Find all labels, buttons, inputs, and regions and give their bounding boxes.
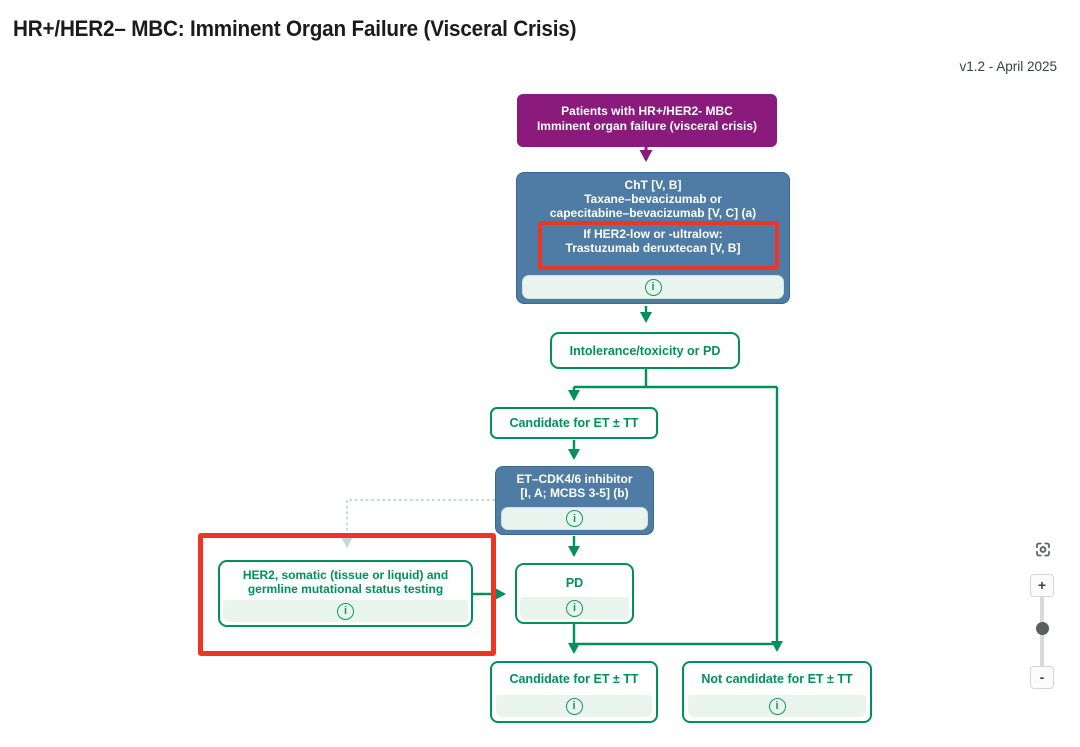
node-candidate-bottom-label: Candidate for ET ± TT (509, 672, 639, 686)
node-cht-line1: ChT [V, B] (624, 178, 682, 192)
version-label: v1.2 - April 2025 (959, 59, 1057, 74)
node-cht: ChT [V, B] Taxane–bevacizumab or capecit… (516, 172, 790, 304)
node-pd-info-band: i (520, 597, 629, 619)
node-cht-line3: capecitabine–bevacizumab [V, C] (a) (549, 206, 757, 220)
node-cht-line2: Taxane–bevacizumab or (584, 192, 722, 206)
node-etcdk-line2: [I, A; MCBS 3-5] (b) (520, 486, 629, 500)
page-title: HR+/HER2– MBC: Imminent Organ Failure (V… (13, 16, 577, 41)
highlight-annotation-trastuzumab (538, 221, 779, 270)
info-icon[interactable]: i (566, 599, 583, 617)
center-focus-icon (1036, 542, 1050, 556)
node-patients: Patients with HR+/HER2- MBC Imminent org… (517, 94, 777, 147)
node-cht-highlight-line1: If HER2-low or -ultralow: (583, 227, 723, 241)
fit-view-button[interactable] (1028, 534, 1058, 564)
node-candidate-top-label: Candidate for ET ± TT (509, 416, 639, 430)
node-her2-testing: HER2, somatic (tissue or liquid) and ger… (218, 560, 473, 627)
node-intolerance: Intolerance/toxicity or PD (550, 332, 740, 369)
node-her2-line2: germline mutational status testing (247, 582, 444, 596)
zoom-slider-handle[interactable] (1036, 622, 1049, 635)
node-etcdk-info-band: i (501, 507, 648, 530)
node-pd-label: PD (565, 576, 584, 590)
node-patients-line2: Imminent organ failure (visceral crisis) (536, 119, 758, 133)
info-icon[interactable]: i (768, 697, 786, 715)
node-etcdk-line1: ET–CDK4/6 inhibitor (516, 472, 633, 486)
zoom-in-button[interactable]: + (1030, 574, 1054, 597)
info-icon[interactable]: i (644, 278, 662, 296)
node-etcdk: ET–CDK4/6 inhibitor [I, A; MCBS 3-5] (b)… (495, 466, 654, 535)
node-her2-info-band: i (223, 600, 468, 622)
node-candidate-bottom-info-band: i (496, 695, 652, 717)
info-icon[interactable]: i (565, 697, 583, 715)
node-not-candidate: Not candidate for ET ± TT i (682, 661, 872, 723)
node-candidate-bottom: Candidate for ET ± TT i (490, 661, 658, 723)
node-pd: PD i (515, 563, 634, 624)
node-intolerance-label: Intolerance/toxicity or PD (569, 343, 721, 358)
node-cht-highlight-line2: Trastuzumab deruxtecan [V, B] (565, 241, 741, 255)
node-candidate-top: Candidate for ET ± TT (490, 407, 658, 439)
info-icon[interactable]: i (566, 510, 583, 527)
node-not-candidate-label: Not candidate for ET ± TT (701, 672, 853, 686)
highlight-annotation-her2-testing (198, 533, 496, 656)
node-not-candidate-info-band: i (688, 695, 866, 717)
node-her2-line1: HER2, somatic (tissue or liquid) and (242, 568, 449, 582)
info-icon[interactable]: i (337, 602, 354, 620)
zoom-out-button[interactable]: - (1030, 666, 1054, 689)
node-cht-info-band: i (522, 275, 784, 299)
node-patients-line1: Patients with HR+/HER2- MBC (561, 104, 733, 118)
